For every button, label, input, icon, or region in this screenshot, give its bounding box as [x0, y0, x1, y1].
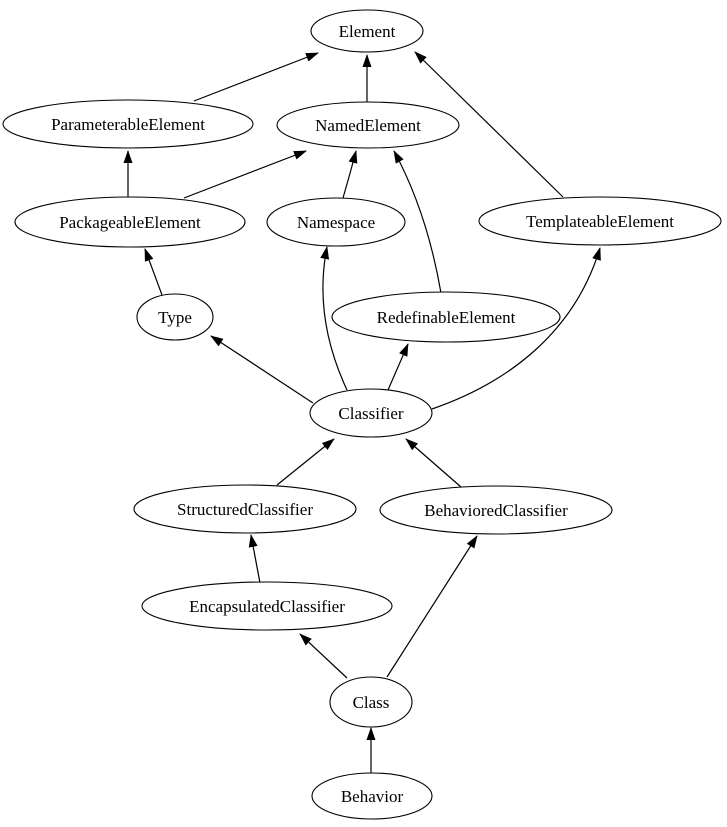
node-ellipse-BehavioredClassifier — [379, 485, 613, 535]
node-PackageableElement: PackageableElement — [14, 196, 246, 248]
node-TemplateableElement: TemplateableElement — [478, 196, 722, 246]
node-label-RedefinableElement: RedefinableElement — [377, 308, 516, 327]
node-ellipse-StructuredClassifier — [133, 484, 357, 534]
node-ellipse-NamedElement — [276, 101, 460, 149]
edge-RedefinableElement-to-NamedElement — [393, 150, 442, 294]
edges-layer — [123, 51, 601, 773]
node-label-BehavioredClassifier: BehavioredClassifier — [424, 501, 568, 520]
node-Element: Element — [310, 9, 424, 53]
node-ParameterableElement: ParameterableElement — [2, 99, 254, 149]
node-label-NamedElement: NamedElement — [315, 116, 421, 135]
node-label-Class: Class — [353, 693, 390, 712]
node-Behavior: Behavior — [311, 772, 433, 820]
node-Type: Type — [136, 293, 214, 341]
edge-Classifier-to-Namespace — [320, 246, 348, 391]
node-ellipse-ParameterableElement — [2, 99, 254, 149]
node-BehavioredClassifier: BehavioredClassifier — [379, 485, 613, 535]
node-ellipse-TemplateableElement — [478, 196, 722, 246]
node-label-Namespace: Namespace — [297, 213, 375, 232]
node-label-StructuredClassifier: StructuredClassifier — [177, 500, 313, 519]
node-Namespace: Namespace — [266, 197, 406, 247]
node-ellipse-Behavior — [311, 772, 433, 820]
node-ellipse-Type — [136, 293, 214, 341]
node-ellipse-EncapsulatedClassifier — [141, 581, 393, 631]
node-Class: Class — [329, 676, 413, 728]
edge-Namespace-to-NamedElement — [342, 150, 358, 199]
node-ellipse-Classifier — [309, 388, 433, 438]
node-ellipse-Namespace — [266, 197, 406, 247]
edge-Classifier-to-Type — [210, 335, 314, 404]
node-label-TemplateableElement: TemplateableElement — [526, 212, 674, 231]
edge-Class-to-BehavioredClassifier — [386, 535, 478, 678]
node-label-Classifier: Classifier — [338, 404, 403, 423]
edge-EncapsulatedClassifier-to-StructuredClassifier — [248, 534, 261, 584]
edge-PackageableElement-to-NamedElement — [183, 150, 307, 199]
edge-Classifier-to-RedefinableElement — [387, 343, 409, 391]
node-label-Type: Type — [158, 308, 192, 327]
node-label-PackageableElement: PackageableElement — [59, 213, 201, 232]
node-ellipse-Element — [310, 9, 424, 53]
edge-Class-to-EncapsulatedClassifier — [299, 633, 348, 679]
edge-Type-to-PackageableElement — [144, 248, 163, 296]
edge-Classifier-to-TemplateableElement — [431, 247, 601, 410]
edge-BehavioredClassifier-to-Classifier — [405, 438, 462, 488]
node-label-Behavior: Behavior — [341, 787, 404, 806]
node-ellipse-RedefinableElement — [331, 291, 561, 343]
node-label-Element: Element — [339, 22, 396, 41]
node-EncapsulatedClassifier: EncapsulatedClassifier — [141, 581, 393, 631]
node-StructuredClassifier: StructuredClassifier — [133, 484, 357, 534]
node-NamedElement: NamedElement — [276, 101, 460, 149]
node-label-EncapsulatedClassifier: EncapsulatedClassifier — [189, 597, 345, 616]
edge-ParameterableElement-to-Element — [193, 52, 319, 102]
node-ellipse-Class — [329, 676, 413, 728]
node-ellipse-PackageableElement — [14, 196, 246, 248]
edge-StructuredClassifier-to-Classifier — [276, 438, 335, 486]
node-label-ParameterableElement: ParameterableElement — [51, 115, 205, 134]
node-Classifier: Classifier — [309, 388, 433, 438]
node-RedefinableElement: RedefinableElement — [331, 291, 561, 343]
edge-TemplateableElement-to-Element — [414, 51, 564, 198]
